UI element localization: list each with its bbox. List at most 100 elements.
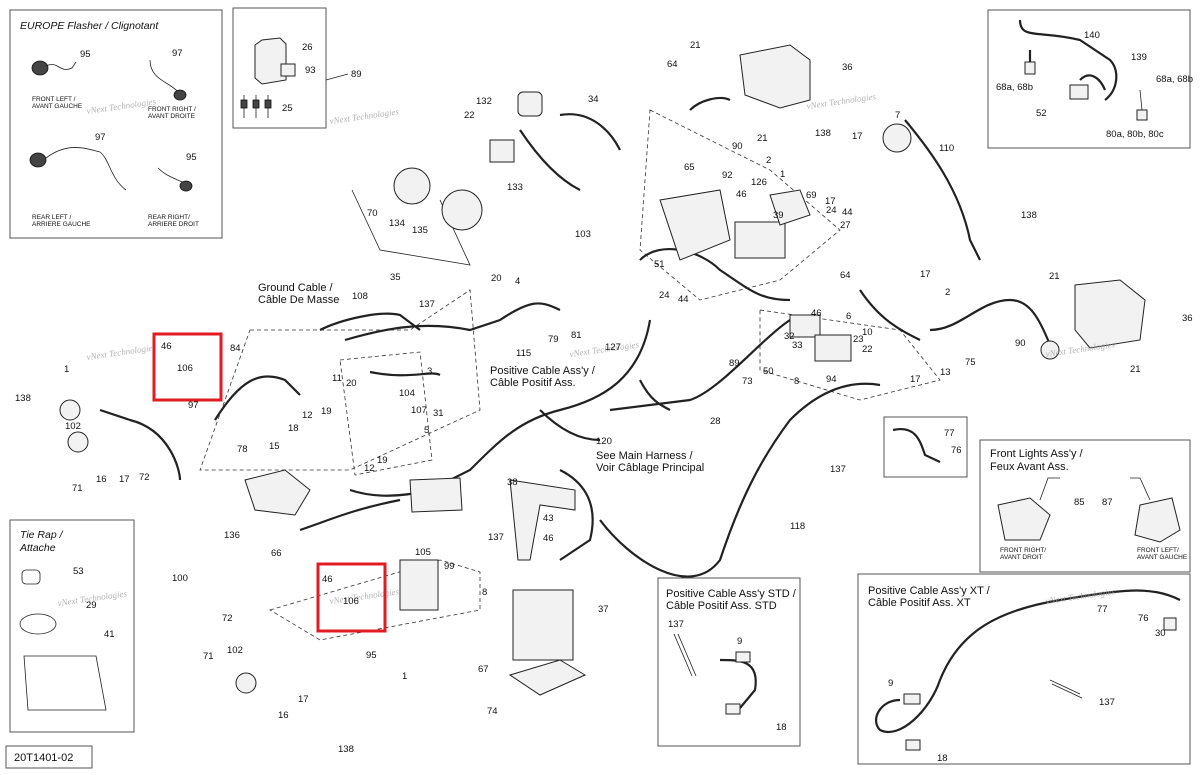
labels-lower: 38 43 46 137 118 136 66 100 105 99 8 37 … [172,477,805,755]
inset-mirror-harness: 140 139 68a, 68b 68a, 68b 52 80a, 80b, 8… [987,9,1193,149]
inset-flasher-title: EUROPE Flasher / Clignotant [20,20,159,32]
part-label: 97 [188,400,199,411]
part-label: 39 [773,210,784,221]
part-label: 65 [684,162,695,173]
front-right-label-2: AVANT DROITE [148,113,196,120]
tie-rap-title-1: Tie Rap / [20,529,64,541]
part-label: 5 [424,425,429,436]
part-label: 138 [815,128,831,139]
part-label: 118 [790,521,805,532]
part-label: 35 [390,272,401,283]
part-label: 95 [366,650,377,661]
rear-left-label-1: REAR LEFT / [32,214,71,221]
part-label: 135 [412,225,428,236]
part-label: 64 [667,59,678,70]
cable-std-num-9: 9 [737,636,742,647]
part-label: 21 [1130,364,1141,375]
part-label: 11 [332,373,342,384]
inset-front-lights: Front Lights Ass'y / Feux Avant Ass. 85 … [979,439,1191,573]
detail-num-76: 76 [951,445,962,456]
part-label: 12 [302,410,313,421]
part-label: 138 [338,744,354,755]
part-label: 32 [784,331,795,342]
part-label: 132 [476,96,492,107]
part-label: 115 [516,348,531,359]
cable-std-num-18: 18 [776,722,787,733]
part-label: 74 [487,706,498,717]
main-harness-label-2: Voir Câblage Principal [596,462,704,474]
part-label: 16 [96,474,107,485]
part-label: 102 [65,421,81,432]
part-label: 120 [596,436,612,447]
inset-positive-cable-std: Positive Cable Ass'y STD / Câble Positif… [657,577,801,747]
cable-xt-num-77: 77 [1097,604,1108,615]
mirror-num-139: 139 [1131,52,1147,63]
part-label: 23 [853,334,864,345]
part-label: 81 [571,330,582,341]
part-label: 78 [237,444,248,455]
relay-num-93: 93 [305,65,316,76]
callouts: Ground Cable / Câble De Masse Positive C… [258,282,704,474]
part-label: 102 [227,645,243,656]
highlight-label-106: 106 [343,596,359,607]
part-label: 84 [230,343,241,354]
watermark: vNext Technologies [329,106,400,126]
part-label: 17 [298,694,309,705]
part-label: 24 [826,205,837,216]
inset-relay: 26 93 25 89 [232,7,362,129]
part-label: 134 [389,218,405,229]
part-label: 28 [710,416,721,427]
highlight-box-lower: 46 106 [316,562,387,633]
part-label: 16 [278,710,289,721]
part-label: 90 [1015,338,1026,349]
part-label: 34 [588,94,599,105]
rear-right-label-1: REAR RIGHT/ [148,214,190,221]
rear-left-label-2: ARRIERE GAUCHE [32,221,91,228]
front-right-light-1: FRONT RIGHT/ [1000,547,1046,554]
part-label: 66 [271,548,282,559]
part-label: 44 [842,207,853,218]
front-left-label-1: FRONT LEFT / [32,96,76,103]
part-label: 69 [806,190,817,201]
highlight-label-46: 46 [161,341,172,352]
mirror-num-140: 140 [1084,30,1100,41]
part-label: 44 [678,294,689,305]
part-label: 38 [507,477,518,488]
main-harness-label-1: See Main Harness / [596,450,694,462]
part-label: 20 [346,378,357,389]
front-left-label-2: AVANT GAUCHE [32,103,83,110]
positive-cable-label-1: Positive Cable Ass'y / [490,365,596,377]
part-label: 104 [399,388,415,399]
inset-flasher-num-4: 95 [186,152,197,163]
labels-left: 1 138 102 97 16 17 72 71 [15,364,199,494]
part-label: 7 [895,110,900,121]
part-label: 99 [444,561,455,572]
part-label: 17 [920,269,931,280]
cable-xt-num-18: 18 [937,753,948,764]
cable-xt-num-30: 30 [1155,628,1166,639]
front-lights-num-85: 85 [1074,497,1085,508]
part-label: 89 [729,358,740,369]
tie-rap-title-2: Attache [19,542,56,554]
part-label: 90 [732,141,743,152]
part-label: 8 [794,376,799,387]
tie-rap-num-41: 41 [104,629,115,640]
part-label: 17 [119,474,130,485]
parts [59,44,1146,696]
labels-top-center: 21 64 36 132 22 34 133 65 92 90 21 138 7… [367,40,1193,375]
part-label: 50 [763,366,774,377]
front-lights-num-87: 87 [1102,497,1113,508]
cable-xt-title-1: Positive Cable Ass'y XT / [868,585,991,597]
part-label: 126 [751,177,767,188]
front-lights-title-2: Feux Avant Ass. [990,461,1069,473]
part-label: 15 [269,441,280,452]
part-label: 33 [792,340,803,351]
part-label: 10 [862,327,873,338]
part-label: 73 [742,376,753,387]
part-label: 27 [840,220,851,231]
part-label: 36 [1182,313,1193,324]
cable-xt-title-2: Câble Positif Ass. XT [868,597,971,609]
part-label: 22 [862,344,873,355]
part-label: 36 [842,62,853,73]
